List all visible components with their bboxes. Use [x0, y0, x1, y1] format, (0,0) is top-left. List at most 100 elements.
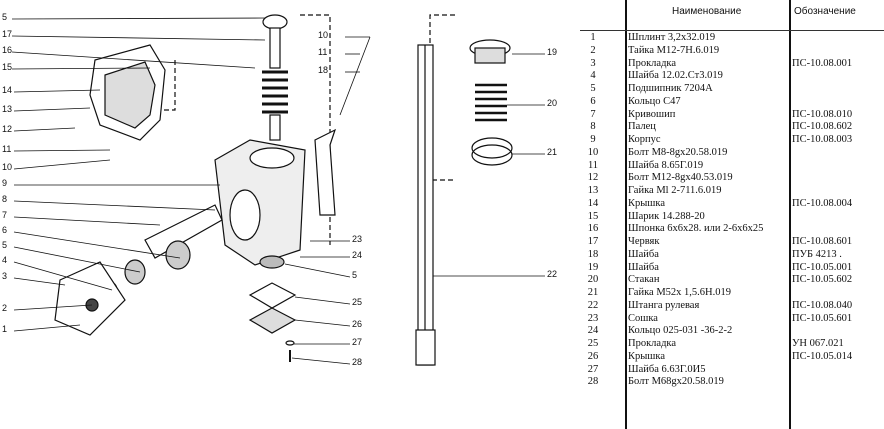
part-number: 3	[590, 57, 596, 69]
header-code: Обозначение	[794, 6, 856, 17]
table-row: 19 Шайба ПС-10.05.001	[580, 262, 884, 275]
header-name: Наименование	[672, 6, 742, 17]
callout-label: 14	[2, 85, 13, 95]
part-number: 12	[587, 172, 599, 184]
part-name: Кольцо С47	[628, 95, 681, 107]
table-row: 27 Шайба 6.63Г.0И5	[580, 364, 884, 377]
part-name: Шайба 8.65Г.019	[628, 159, 704, 171]
callout-label: 28	[352, 357, 363, 367]
table-row: 12 Болт М12-8gx40.53.019	[580, 172, 884, 185]
table-row: 7 Кривошип ПС-10.08.010	[580, 109, 884, 122]
part-number: 10	[587, 146, 599, 158]
part-number: 5	[590, 83, 596, 94]
part-number: 25	[587, 338, 599, 349]
part-name: Корпус	[628, 134, 661, 145]
callout-label: 20	[547, 98, 558, 108]
part-code: УН 067.021	[792, 338, 844, 349]
callout-label: 16	[2, 45, 13, 55]
part-number: 7	[590, 108, 596, 120]
table-row: 28 Болт М68gx20.58.019	[580, 376, 884, 389]
part-code: ПС-10.08.004	[792, 197, 853, 209]
part-name: Болт М8-8gx20.58.019	[628, 146, 728, 158]
part-name: Палец	[628, 121, 656, 133]
callout-label: 2	[2, 303, 8, 313]
callout-label: 25	[352, 297, 363, 307]
callout-label: 3	[2, 271, 8, 281]
part-name: Кривошип	[628, 108, 676, 120]
part-code: ПС-10.08.040	[792, 299, 853, 311]
part-number: 28	[587, 376, 599, 388]
part-name: Шайба	[628, 261, 659, 273]
callout-label: 7	[2, 210, 8, 220]
callout-label: 10	[318, 30, 329, 40]
part-name: Прокладка	[628, 57, 677, 69]
callout-label: 6	[2, 225, 8, 235]
part-number: 2	[590, 44, 596, 56]
part-code: ПС-10.05.001	[792, 261, 853, 273]
callout-label: 22	[547, 269, 558, 279]
part-number: 27	[587, 363, 599, 375]
callout-label: 11	[2, 144, 12, 154]
table-row: 25 Прокладка УН 067.021	[580, 338, 884, 351]
part-name: Крышка	[628, 197, 665, 209]
callout-label: 13	[2, 104, 13, 114]
part-name: Тайка М12-7Н.6.019	[628, 44, 720, 56]
exploded-view-drawing: 5 17 16 15 14 13 12 11 10 9 8 7 6 5 4 3 …	[2, 12, 558, 367]
part-name: Гайка М52x 1,5.6Н.019	[628, 287, 731, 298]
header-divider	[580, 30, 884, 31]
part-code: ПС-10.08.601	[792, 236, 853, 247]
table-row: 5 Подшипник 7204А	[580, 83, 884, 96]
callout-label: 11	[318, 47, 328, 57]
part-name: Подшипник 7204А	[628, 83, 713, 94]
callout-label: 17	[2, 29, 13, 39]
part-name: Сошка	[628, 312, 658, 324]
dashed-guide	[429, 14, 455, 181]
callout-label: 19	[547, 47, 558, 57]
part-number: 18	[587, 248, 599, 260]
part-number: 8	[590, 121, 596, 133]
callout-label: 5	[2, 240, 8, 250]
part-name: Кольцо 025-031 -36-2-2	[628, 325, 733, 337]
callout-label: 1	[2, 324, 8, 334]
part-code: ПС-10.05.602	[792, 274, 853, 286]
part-name: Гайка Ml 2-711.6.019	[628, 185, 722, 196]
part-name: Прокладка	[628, 338, 677, 349]
part-number: 19	[587, 261, 599, 273]
part-code: ПС-10.08.003	[792, 134, 853, 145]
part-number: 9	[590, 134, 596, 145]
part-number: 20	[587, 274, 599, 286]
part-name: Болт М12-8gx40.53.019	[628, 172, 733, 184]
part-number: 24	[587, 325, 599, 337]
part-code: ПС-10.08.602	[792, 121, 853, 133]
callout-label: 26	[352, 319, 363, 329]
part-code: ПС-10.08.010	[792, 108, 853, 120]
callout-label: 5	[352, 270, 358, 280]
callout-label: 23	[352, 234, 363, 244]
part-number: 17	[587, 236, 599, 247]
callout-label: 15	[2, 62, 13, 72]
callout-label: 27	[352, 337, 363, 347]
part-name: Шайба 6.63Г.0И5	[628, 363, 706, 375]
part-name: Штанга рулевая	[628, 299, 700, 311]
part-number: 4	[590, 70, 596, 82]
part-name: Шплинт 3,2x32.019	[628, 32, 716, 43]
part-code: ПС-10.08.001	[792, 57, 853, 69]
table-row: 3 Прокладка ПС-10.08.001	[580, 58, 884, 71]
part-name: Болт М68gx20.58.019	[628, 376, 724, 388]
part-code: ПС-10.05.601	[792, 312, 853, 324]
column-divider	[625, 0, 627, 429]
part-number: 26	[587, 350, 599, 362]
part-number: 15	[587, 210, 599, 222]
